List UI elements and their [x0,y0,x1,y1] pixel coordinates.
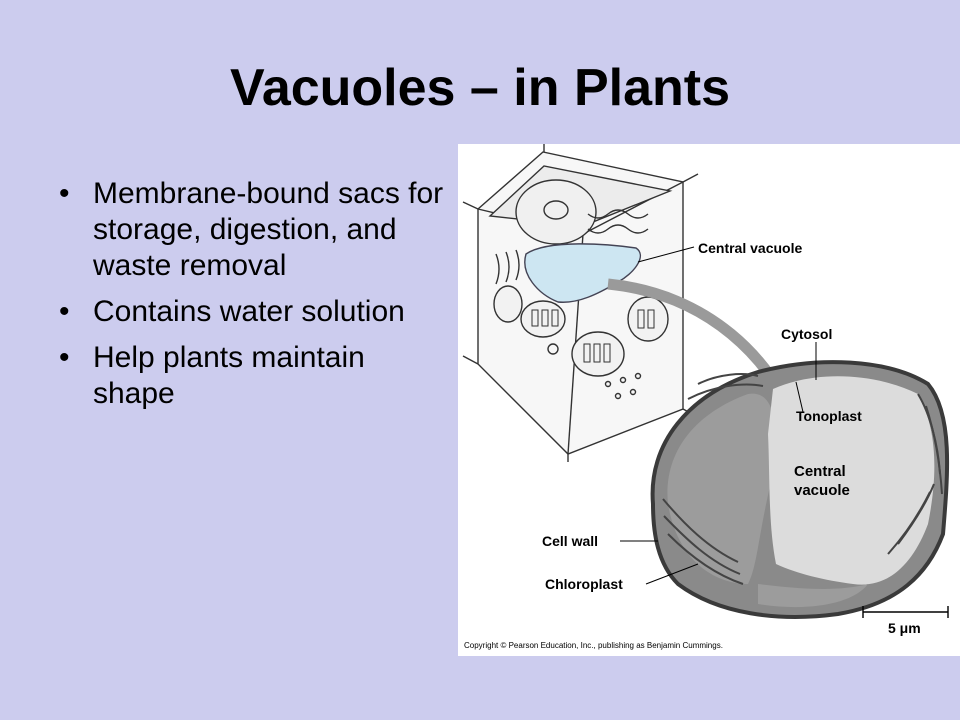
bullet-icon: • [59,177,70,210]
label-central-vacuole-top: Central vacuole [698,240,803,256]
bullet-list: • Membrane-bound sacs for storage, diges… [55,176,450,422]
label-scale: 5 μm [888,620,921,636]
plant-cell-illustration [462,144,950,619]
bullet-text: Contains water solution [93,295,405,328]
bullet-item: • Contains water solution [55,294,450,330]
bullet-text: Membrane-bound sacs for storage, digesti… [93,177,444,282]
bullet-icon: • [59,295,70,328]
slide-title: Vacuoles – in Plants [230,59,730,117]
plant-cell-figure: Central vacuole Cytosol Tonoplast Centra… [458,144,960,656]
micrograph [650,360,950,619]
scale-bar [862,606,949,618]
bullet-text: Help plants maintain shape [93,341,365,410]
bullet-item: • Membrane-bound sacs for storage, diges… [55,176,450,284]
label-tonoplast: Tonoplast [796,408,862,424]
label-central-vacuole-line2: vacuole [794,482,850,499]
copyright-text: Copyright © Pearson Education, Inc., pub… [464,641,723,650]
plant-cell-drawing [462,144,699,462]
label-cytosol: Cytosol [781,326,833,342]
label-central-vacuole-line1: Central [794,463,846,480]
bullet-icon: • [59,341,70,374]
label-cell-wall: Cell wall [542,533,599,549]
label-chloroplast: Chloroplast [545,576,623,592]
bullet-item: • Help plants maintain shape [55,340,450,412]
